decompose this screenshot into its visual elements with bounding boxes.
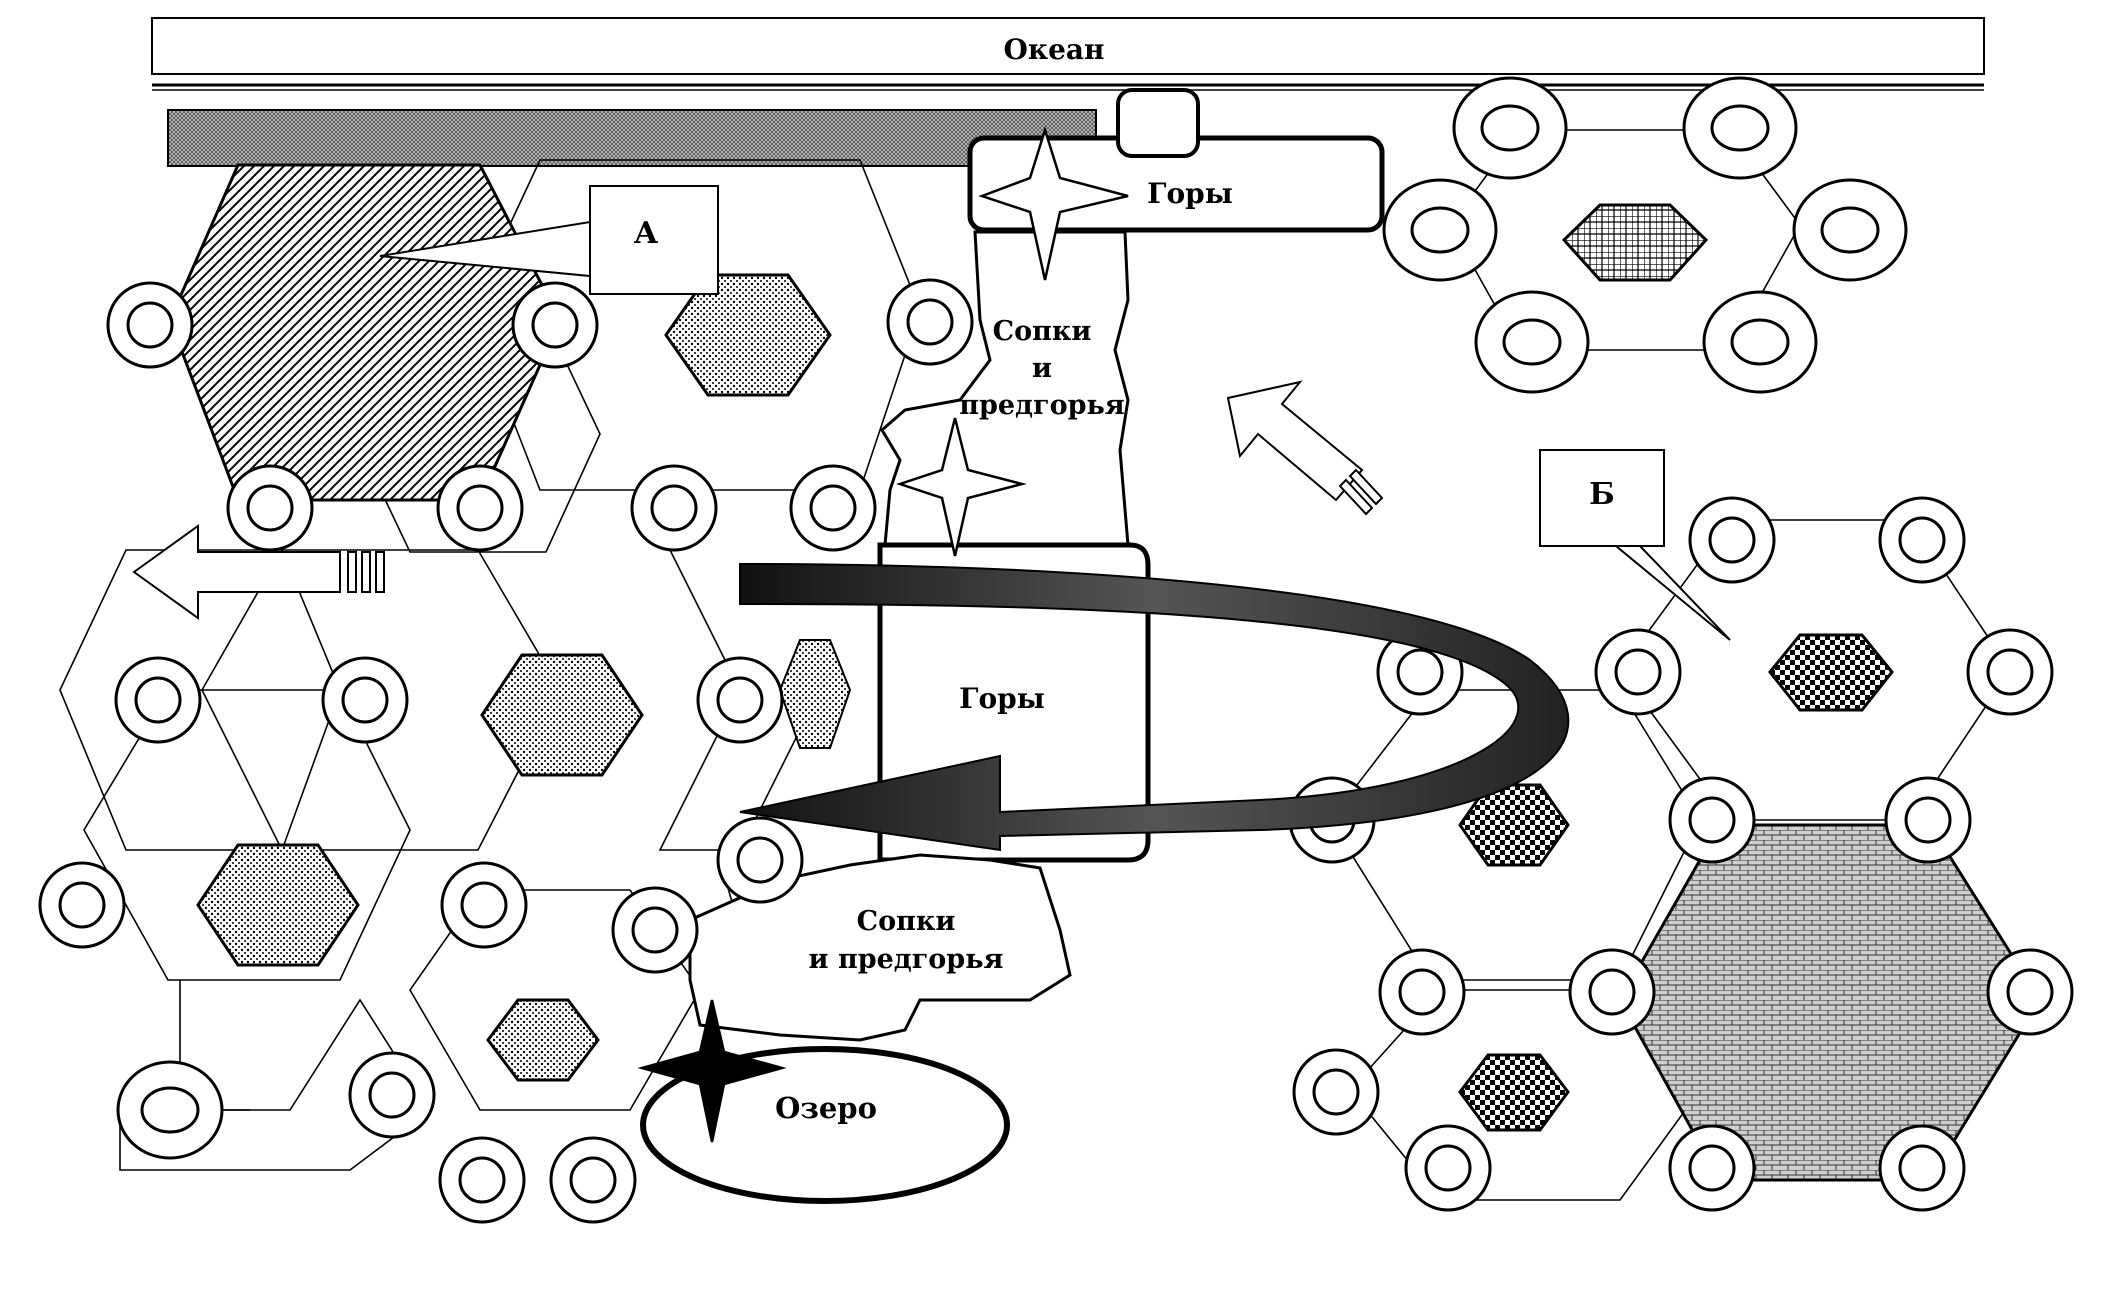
curved-attack-arrow: [739, 562, 1570, 852]
ring-marker: [1382, 178, 1498, 282]
star-marker-top: [978, 125, 1129, 281]
ring-marker: [611, 886, 699, 974]
ring-marker: [1568, 948, 1656, 1036]
ring-marker: [1668, 776, 1756, 864]
large-brick-hex: [1618, 823, 2042, 1182]
large-hatched-hex: [168, 163, 562, 502]
ring-marker: [1986, 948, 2074, 1036]
ring-marker: [1474, 290, 1590, 394]
star-marker-bottom: [637, 999, 787, 1143]
callout-b: Б: [1539, 449, 1731, 641]
ring-marker: [1378, 948, 1466, 1036]
ring-marker: [1404, 1124, 1492, 1212]
ring-marker: [511, 281, 599, 369]
callout-a-label: А: [634, 216, 659, 251]
mountains-mid-label: Горы: [959, 682, 1045, 715]
hills-top-label-3: предгорья: [959, 390, 1125, 421]
ring-marker: [1792, 178, 1908, 282]
ring-marker: [348, 1051, 436, 1139]
ring-marker: [696, 656, 784, 744]
hills-bottom-region: Сопки и предгорья: [688, 853, 1072, 1042]
ring-marker: [716, 816, 804, 904]
ring-marker: [549, 1136, 637, 1224]
hills-bottom-label-1: Сопки: [857, 906, 956, 937]
ring-marker: [226, 464, 314, 552]
ring-marker: [438, 1136, 526, 1224]
lake: Озеро: [640, 1046, 1010, 1204]
ring-marker: [116, 1060, 224, 1160]
ring-marker: [1884, 776, 1972, 864]
star-marker-mid: [896, 417, 1027, 557]
ring-marker: [886, 278, 974, 366]
hollow-arrow-up-left: [1226, 380, 1384, 516]
hills-top-region: Сопки и предгорья: [880, 230, 1130, 547]
ring-marker: [1682, 76, 1798, 180]
ring-marker: [1878, 496, 1966, 584]
ring-marker: [114, 656, 202, 744]
ring-marker: [1702, 290, 1818, 394]
callout-a: А: [379, 185, 719, 295]
ring-marker: [1878, 1124, 1966, 1212]
ring-marker: [106, 281, 194, 369]
ring-marker: [1668, 1124, 1756, 1212]
hollow-arrow-left: [132, 524, 385, 620]
mountains-top-label: Горы: [1147, 177, 1233, 210]
ring-marker: [440, 861, 528, 949]
ring-marker: [789, 464, 877, 552]
ring-marker: [630, 464, 718, 552]
ring-marker: [1594, 628, 1682, 716]
ring-marker: [1966, 628, 2054, 716]
ring-marker: [1452, 76, 1568, 180]
ocean-band: Океан: [151, 17, 1985, 91]
hills-top-label-1: Сопки: [993, 316, 1092, 347]
ring-marker: [1688, 496, 1776, 584]
hills-bottom-label-2: и предгорья: [809, 944, 1004, 975]
lake-label: Озеро: [775, 1091, 877, 1125]
ring-marker: [38, 861, 126, 949]
unit-hexes: [196, 203, 1894, 1132]
coastal-strip: [167, 109, 1097, 167]
ring-marker: [436, 464, 524, 552]
ring-marker: [1292, 1048, 1380, 1136]
ocean-label: Океан: [1003, 33, 1104, 66]
callout-b-label: Б: [1589, 477, 1615, 512]
ring-marker: [321, 656, 409, 744]
hills-top-label-2: и: [1032, 353, 1052, 384]
